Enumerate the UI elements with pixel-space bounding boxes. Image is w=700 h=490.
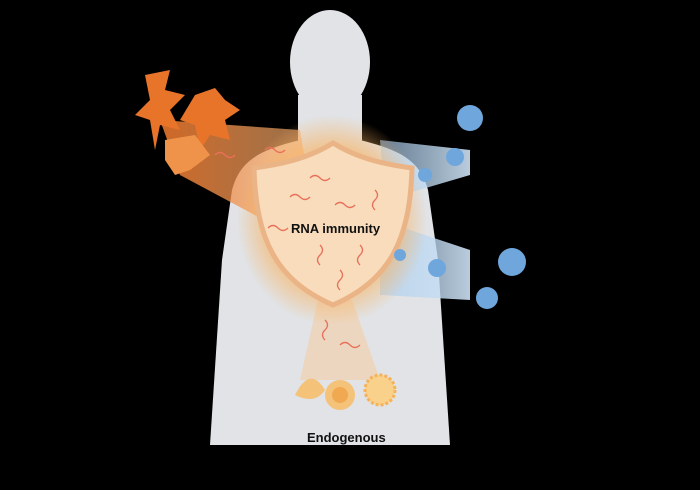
endogenous-label: Endogenous — [307, 430, 386, 445]
rna-strands — [214, 146, 379, 349]
virus-icons — [394, 105, 526, 309]
cell-icons — [295, 373, 397, 410]
plant-icon — [135, 70, 240, 175]
shield-icon — [251, 140, 415, 308]
rna-immunity-label: RNA immunity — [291, 221, 381, 236]
